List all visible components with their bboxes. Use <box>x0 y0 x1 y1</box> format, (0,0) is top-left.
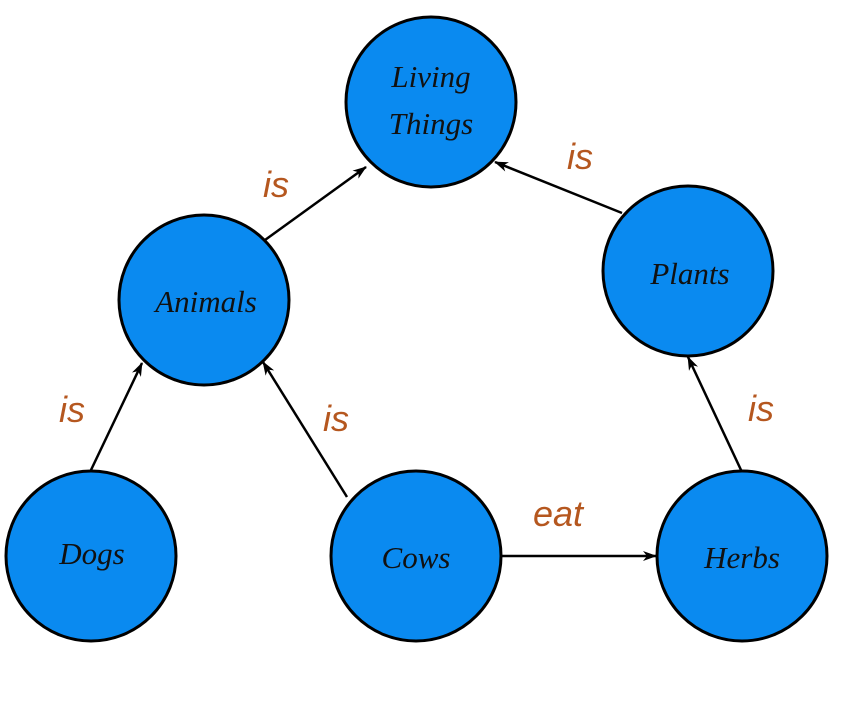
node-plants-label: Plants <box>649 256 729 291</box>
node-animals-label: Animals <box>153 284 257 319</box>
edge-herbs-to-plants <box>686 356 743 471</box>
node-herbs: Herbs <box>655 469 829 643</box>
edge-label-animals-living-things: is <box>263 164 289 205</box>
node-cows: Cows <box>329 469 503 643</box>
edge-label-cows-herbs: eat <box>533 493 585 534</box>
node-cows-label: Cows <box>382 540 451 575</box>
node-living-things-line2: Things <box>389 106 473 141</box>
edge-label-herbs-plants: is <box>748 388 774 429</box>
edge-plants-to-living-things <box>494 160 623 215</box>
edge-label-plants-living-things: is <box>567 136 593 177</box>
edge-cows-to-animals <box>261 361 349 498</box>
node-animals: Animals <box>117 213 291 387</box>
edge-label-dogs-animals: is <box>59 389 85 430</box>
edge-dogs-to-animals <box>89 362 144 471</box>
node-dogs: Dogs <box>4 469 178 643</box>
edge-animals-to-living-things <box>264 165 367 242</box>
node-living-things-line1: Living <box>390 59 470 94</box>
edge-label-cows-animals: is <box>323 398 349 439</box>
node-herbs-label: Herbs <box>703 540 780 575</box>
node-plants: Plants <box>601 184 775 358</box>
node-living-things: Living Things <box>344 15 518 189</box>
node-dogs-label: Dogs <box>58 536 124 571</box>
